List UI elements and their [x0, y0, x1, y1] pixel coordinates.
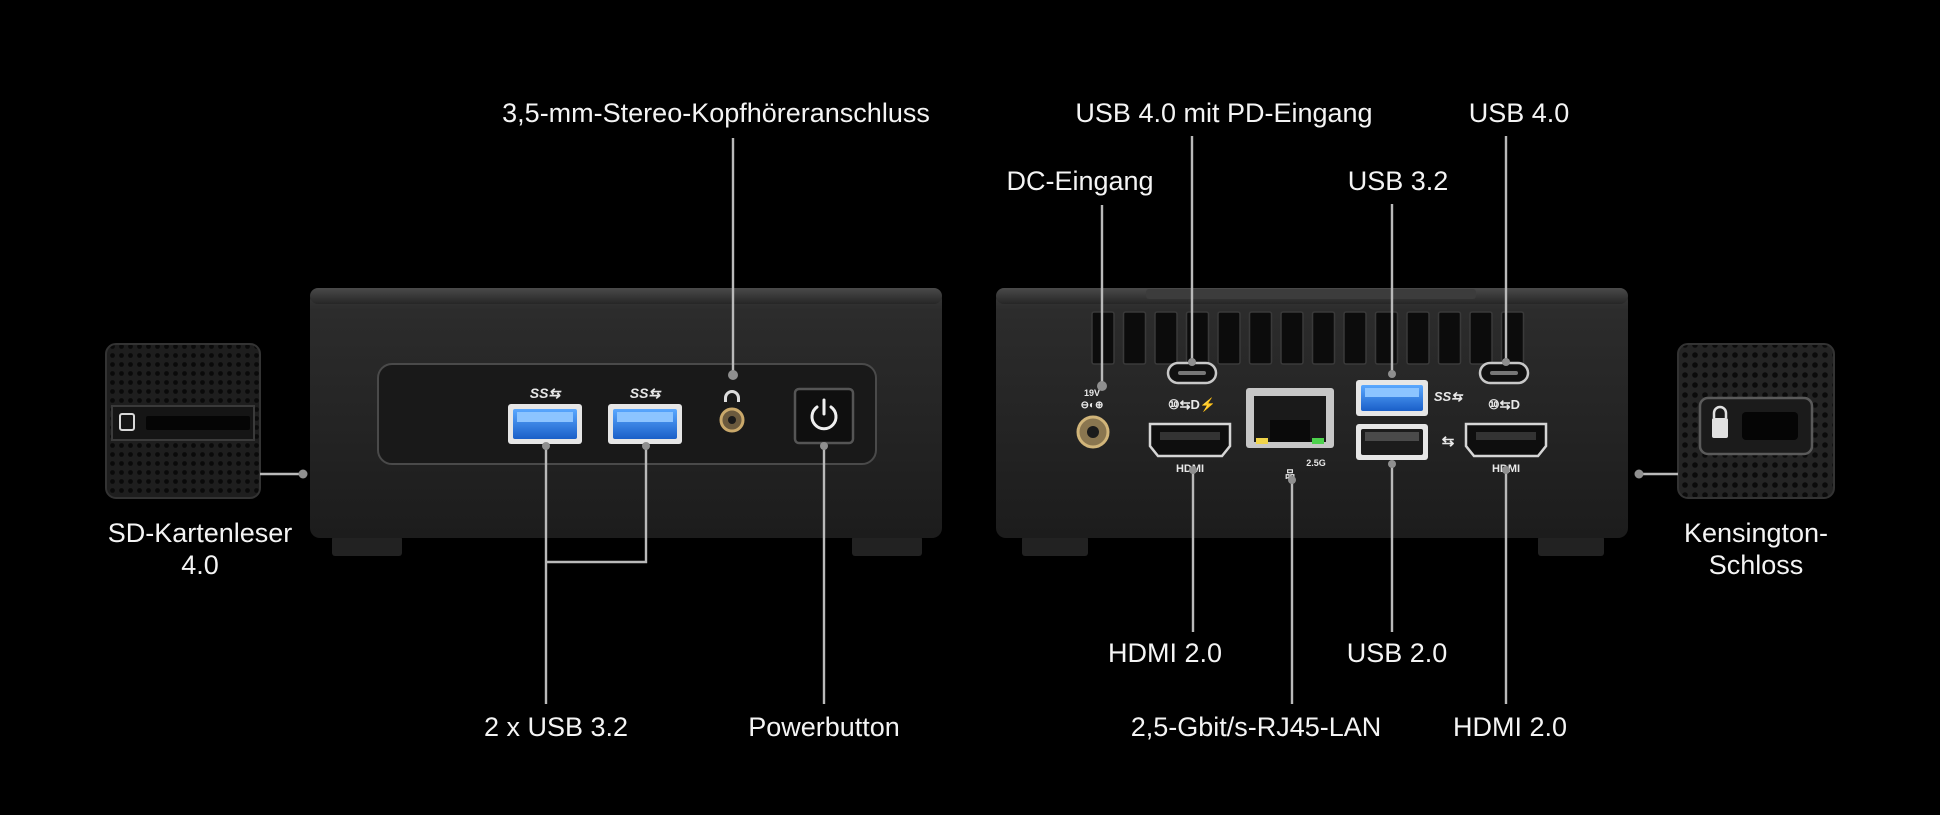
vent-slot	[1217, 311, 1241, 365]
vent-slot	[1122, 311, 1147, 365]
usb-ss-logo: SS⇆	[530, 385, 563, 401]
label-headphone-jack: 3,5-mm-Stereo-Kopfhöreranschluss	[502, 98, 930, 128]
label-kensington-lock: Kensington- Schloss	[1683, 518, 1829, 580]
dc-in-port: 19V ⊖◐⊕	[1076, 388, 1110, 449]
label-usb20: USB 2.0	[1346, 638, 1448, 668]
kensington-lock-side	[1677, 343, 1835, 499]
label-hdmi-left: HDMI 2.0	[1107, 638, 1223, 668]
label-power-button: Powerbutton	[748, 712, 900, 742]
usb-ss10-logo: SS⇆	[630, 385, 663, 401]
network-icon: 品	[1285, 469, 1295, 481]
label-2x-usb32: 2 x USB 3.2	[483, 712, 629, 742]
usb-c-port-rear: ⑩⇆D	[1478, 361, 1530, 412]
vent-slot	[1437, 311, 1462, 365]
rear-usb20-port: ⇆	[1356, 424, 1455, 460]
power-button	[793, 387, 855, 445]
callout-lines	[260, 136, 1678, 704]
sd-card-icon	[119, 413, 135, 431]
vent-slot	[1248, 311, 1273, 365]
headphone-jack	[719, 390, 745, 433]
vent-slot	[1406, 311, 1430, 365]
vent-slot	[1185, 311, 1210, 365]
rj45-lan-port: 品 2.5G	[1246, 388, 1334, 481]
usb-icon: ⇆	[1442, 433, 1455, 450]
dc-polarity-icon: ⊖◐⊕	[1081, 400, 1104, 411]
power-icon	[810, 405, 838, 431]
label-usb40-pd: USB 4.0 mit PD-Eingang	[1075, 98, 1373, 128]
vent-slot	[1343, 311, 1367, 365]
label-lan: 2,5-Gbit/s-RJ45-LAN	[1130, 712, 1382, 742]
vent-slot	[1154, 311, 1178, 365]
front-view-device: SS⇆ SS⇆	[310, 288, 942, 556]
lock-icon	[1712, 418, 1728, 438]
label-sd-card-reader: SD-Kartenleser 4.0	[107, 518, 293, 580]
vent-slot	[1311, 311, 1336, 365]
vent-slot	[1374, 311, 1399, 365]
front-usb-port-1: SS⇆	[508, 385, 582, 444]
sd-card-reader-side	[105, 343, 261, 499]
thunderbolt-icon: ⑩⇆D	[1488, 397, 1520, 412]
rear-usb32-port: SS⇆	[1356, 380, 1464, 416]
headphone-icon	[724, 390, 740, 402]
rear-view-device: 19V ⊖◐⊕ ⑩⇆D⚡ HDMI 品 2.5G	[996, 288, 1628, 556]
usb-ss10-logo-rear: SS⇆	[1434, 389, 1464, 404]
lan-speed-mark: 2.5G	[1306, 458, 1326, 468]
label-usb32-rear: USB 3.2	[1347, 166, 1449, 196]
label-usb40: USB 4.0	[1468, 98, 1570, 128]
vent-slot	[1469, 311, 1493, 365]
hdmi-port-left: HDMI	[1148, 422, 1232, 475]
dc-voltage-mark: 19V	[1084, 388, 1100, 398]
front-usb-port-2: SS⇆	[608, 385, 682, 444]
vent-slot	[1280, 311, 1304, 365]
thunderbolt-pd-icon: ⑩⇆D⚡	[1168, 397, 1216, 413]
label-dc-in: DC-Eingang	[1006, 166, 1154, 196]
label-hdmi-right: HDMI 2.0	[1452, 712, 1568, 742]
